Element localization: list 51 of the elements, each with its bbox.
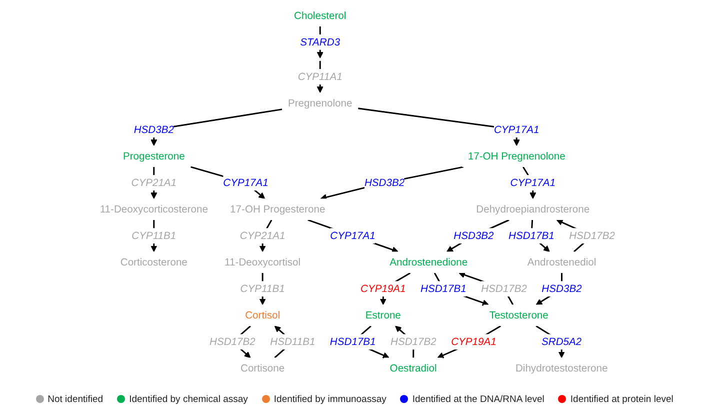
edge-label: CYP19A1 bbox=[451, 336, 496, 348]
edge-label: HSD3B2 bbox=[454, 230, 494, 242]
node-text: Androstenediol bbox=[527, 256, 596, 268]
edge-label: HSD3B2 bbox=[134, 124, 174, 136]
edge-label: HSD17B2 bbox=[569, 230, 616, 242]
edge-label: CYP19A1 bbox=[360, 282, 406, 294]
legend-text: Identified at protein level bbox=[570, 394, 674, 404]
edge-label: CYP11A1 bbox=[298, 70, 342, 82]
edge-label: HSD11B1 bbox=[270, 336, 316, 348]
node-text: Oestradiol bbox=[390, 362, 437, 374]
edge-label: HSD17B1 bbox=[508, 230, 554, 242]
node-text: 17-OH Pregnenolone bbox=[468, 150, 566, 162]
arrow bbox=[320, 166, 464, 200]
edge-label: CYP17A1 bbox=[223, 176, 268, 188]
edge-label: CYP21A1 bbox=[131, 176, 177, 188]
legend-text: Identified by chemical assay bbox=[129, 394, 248, 404]
arrow bbox=[437, 325, 502, 358]
legend-text: Identified by immunoassay bbox=[274, 394, 386, 404]
edge-label: HSD3B2 bbox=[542, 282, 582, 294]
legend-text: Identified at the DNA/RNA level bbox=[412, 394, 544, 404]
edge-label: HSD17B1 bbox=[330, 336, 376, 348]
edge-label: HSD17B2 bbox=[481, 282, 528, 294]
node-text: Dehydroepiandrosterone bbox=[476, 203, 590, 215]
node-text: Pregnenolone bbox=[288, 97, 352, 109]
edge-label: CYP17A1 bbox=[330, 230, 376, 242]
arrow bbox=[446, 219, 510, 252]
edge-label: STARD3 bbox=[300, 36, 340, 48]
edge-label: HSD17B2 bbox=[390, 336, 436, 348]
node-text: Cortisone bbox=[240, 362, 285, 374]
edge-label: HSD17B2 bbox=[210, 336, 256, 348]
node-text: Dihydrotestosterone bbox=[516, 362, 608, 374]
node-text: Progesterone bbox=[122, 150, 185, 162]
edge-label: CYP21A1 bbox=[240, 230, 286, 242]
arrow bbox=[308, 219, 398, 253]
node-text: Cortisol bbox=[245, 309, 280, 321]
node-text: Cholesterol bbox=[294, 9, 346, 22]
node-text: 11-Deoxycortisol bbox=[224, 256, 301, 268]
edge-label: HSD17B1 bbox=[420, 282, 466, 294]
node-text: Androstenedione bbox=[390, 256, 468, 268]
edge-label: CYP17A1 bbox=[494, 124, 540, 136]
node-text: Corticosterone bbox=[120, 256, 188, 268]
edge-label: CYP11B1 bbox=[240, 282, 285, 294]
edge-label: CYP11B1 bbox=[132, 230, 176, 242]
node-text: 17-OH Progesterone bbox=[230, 203, 326, 215]
edge-label: CYP17A1 bbox=[510, 176, 556, 188]
edge-label: SRD5A2 bbox=[542, 336, 582, 348]
legend-text: Not identified bbox=[48, 394, 104, 404]
node-text: Testosterone bbox=[489, 309, 548, 321]
node-text: Estrone bbox=[365, 309, 401, 321]
edge-label: HSD3B2 bbox=[364, 176, 405, 188]
node-text: 11-Deoxycorticosterone bbox=[100, 203, 208, 215]
